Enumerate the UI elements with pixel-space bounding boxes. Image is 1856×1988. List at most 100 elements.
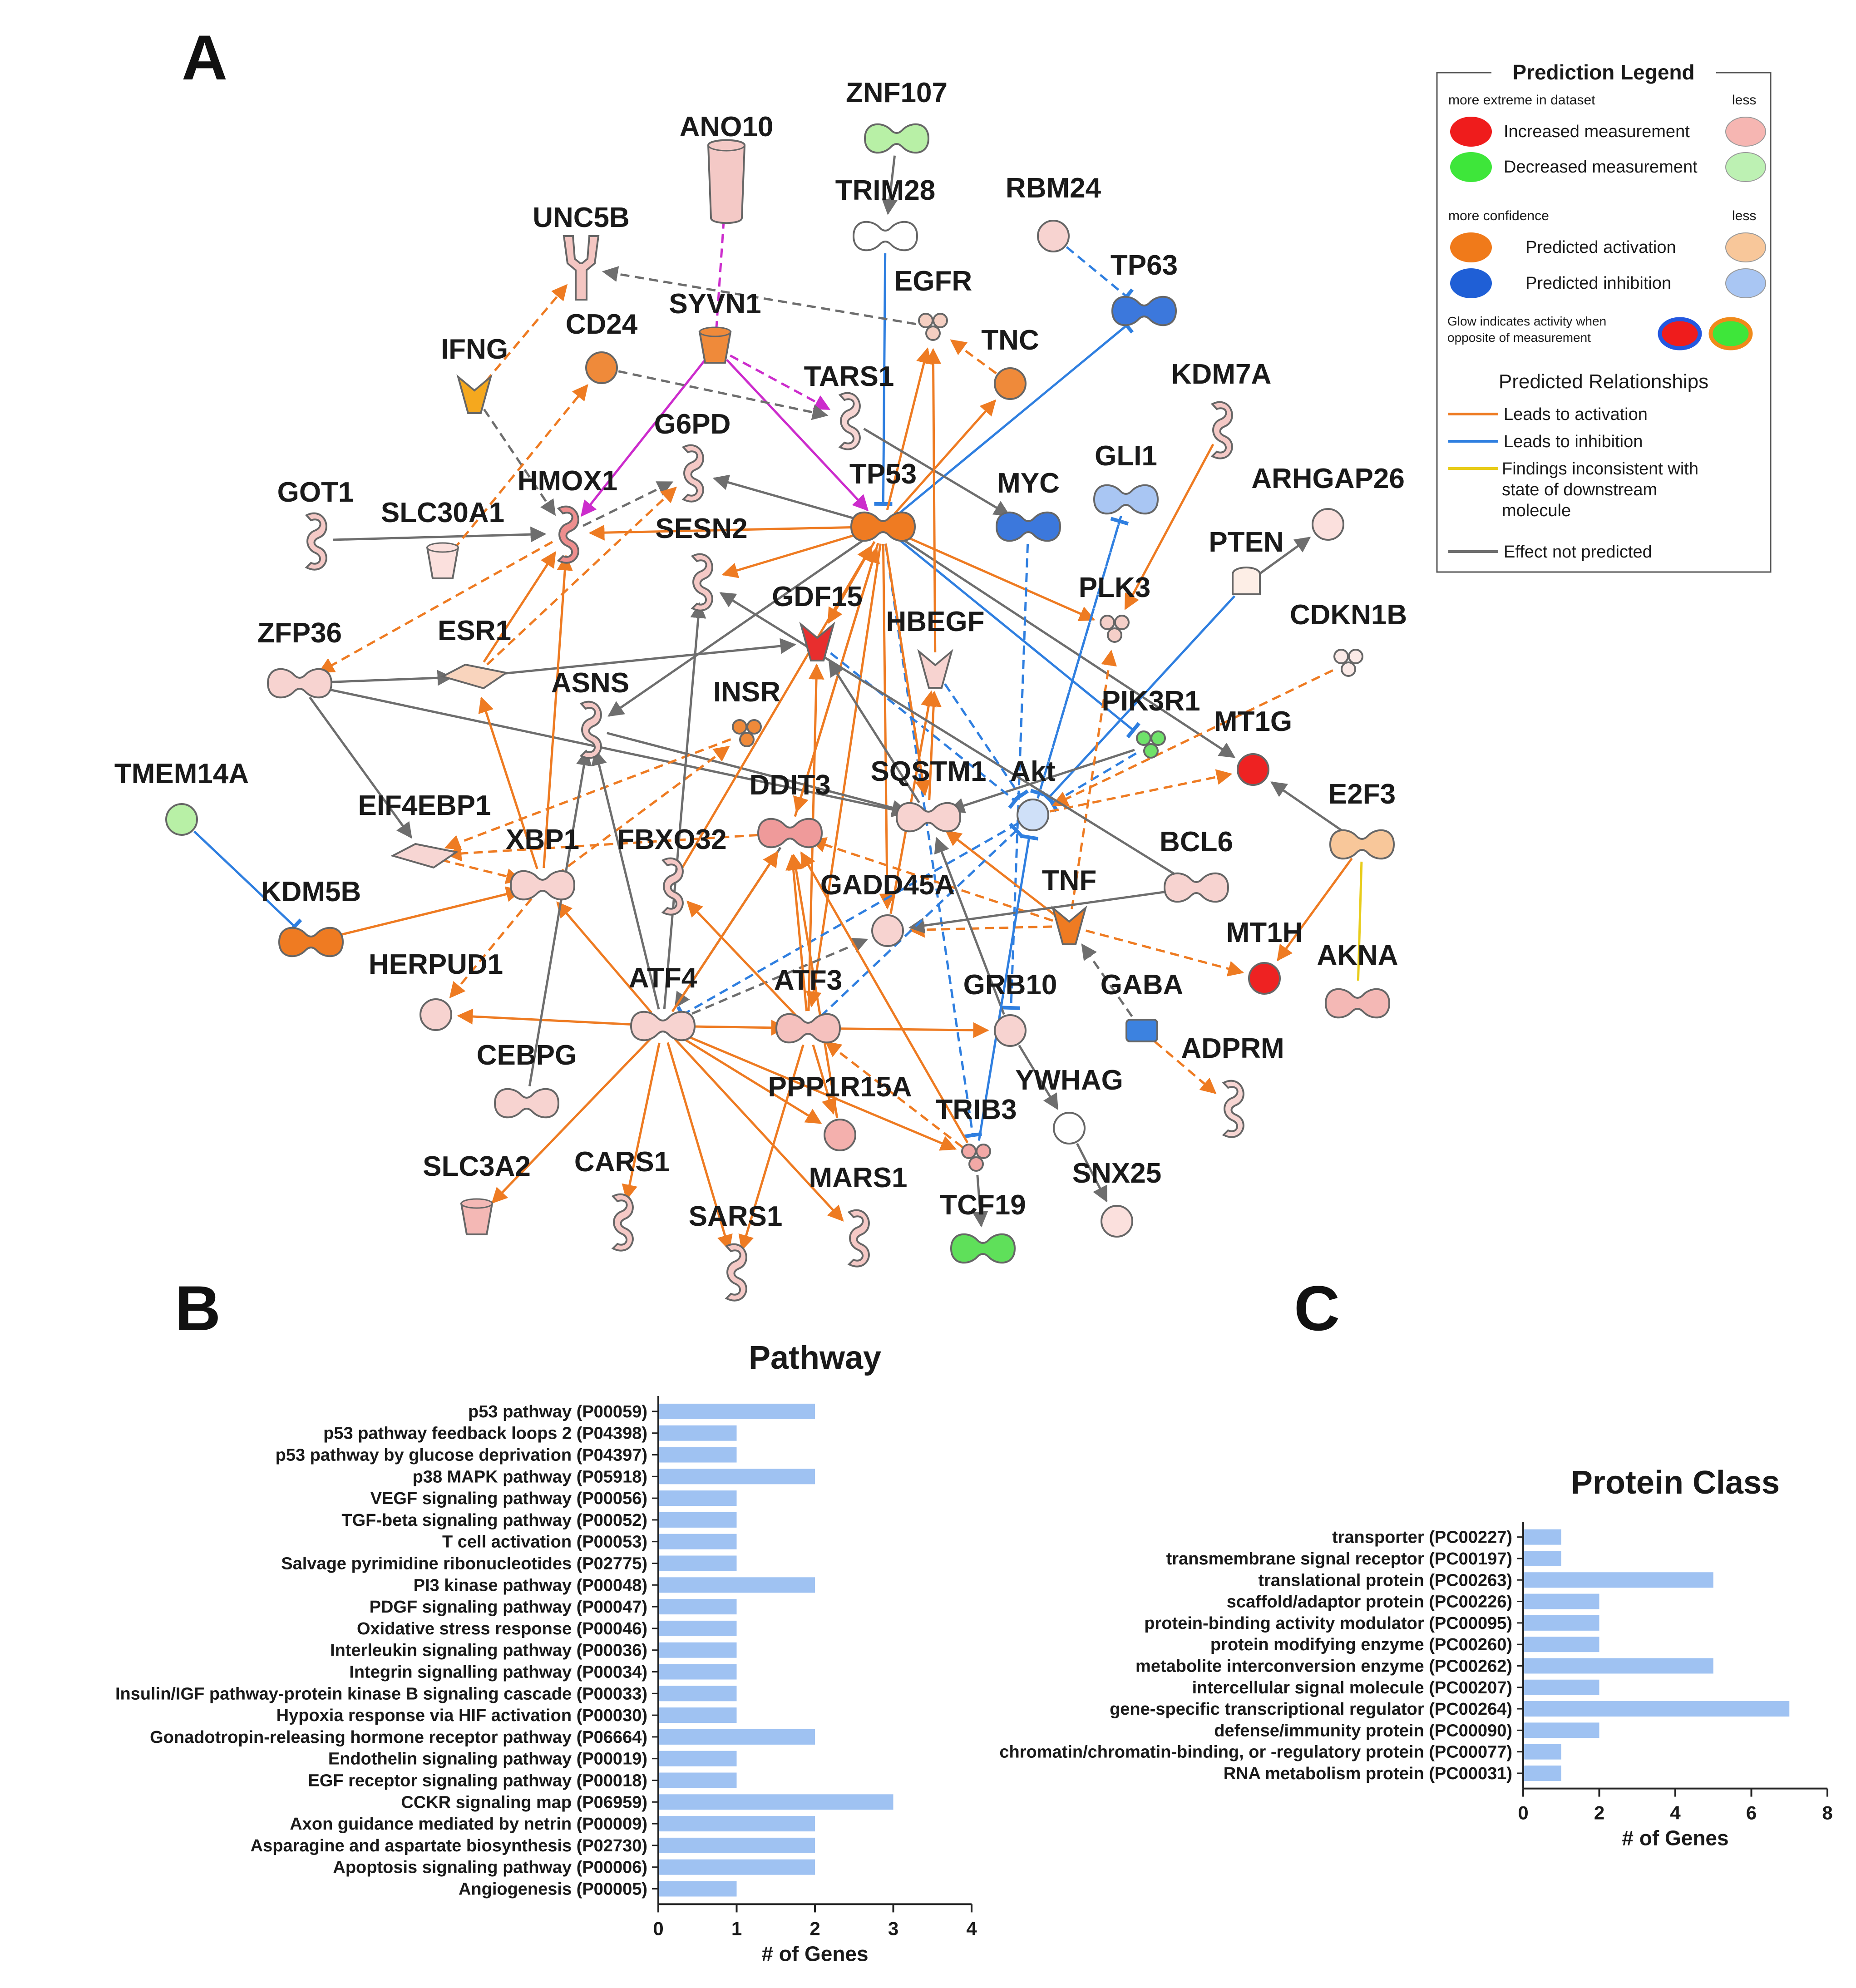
node-plk3[interactable]: PLK3 <box>1079 572 1150 643</box>
edge-tp53-plk3 <box>898 533 1096 622</box>
node-label-gli1: GLI1 <box>1095 440 1157 472</box>
node-asns[interactable]: ASNS <box>551 667 629 759</box>
node-akt[interactable]: Akt <box>1010 756 1056 831</box>
node-kdm7a[interactable]: KDM7A <box>1171 359 1271 459</box>
node-tars1[interactable]: TARS1 <box>804 361 894 450</box>
node-ppp1r15a[interactable]: PPP1R15A <box>768 1071 912 1151</box>
protein-bar <box>1523 1550 1561 1566</box>
edge-trib3-ddit3 <box>800 851 969 1144</box>
pathway-category-label: TGF-beta signaling pathway (P00052) <box>341 1511 647 1530</box>
node-bcl6[interactable]: BCL6 <box>1160 826 1233 903</box>
node-ifng[interactable]: IFNG <box>441 334 508 414</box>
node-grb10[interactable]: GRB10 <box>963 969 1057 1047</box>
node-tcf19[interactable]: TCF19 <box>940 1189 1026 1264</box>
node-cars1[interactable]: CARS1 <box>574 1146 670 1252</box>
node-cebpg[interactable]: CEBPG <box>477 1040 577 1119</box>
node-tp63[interactable]: TP63 <box>1111 250 1178 326</box>
node-arhgap26[interactable]: ARHGAP26 <box>1251 463 1405 541</box>
edge-atf4-cars1 <box>622 1042 661 1201</box>
node-e2f3[interactable]: E2F3 <box>1328 779 1396 860</box>
node-label-gadd45a: GADD45A <box>820 869 955 901</box>
node-label-arhgap26: ARHGAP26 <box>1251 463 1405 494</box>
node-tmem14a[interactable]: TMEM14A <box>114 758 249 836</box>
node-ano10[interactable]: ANO10 <box>680 111 774 224</box>
node-got1[interactable]: GOT1 <box>277 477 354 571</box>
node-gli1[interactable]: GLI1 <box>1093 440 1159 515</box>
edge-tp53-egfr <box>886 347 932 510</box>
node-gdf15[interactable]: GDF15 <box>772 581 863 661</box>
legend-inconsistent: Findings inconsistent with state of down… <box>1502 459 1698 520</box>
node-unc5b[interactable]: UNC5B <box>533 202 630 301</box>
node-label-xbp1: XBP1 <box>506 824 579 855</box>
node-label-mt1h: MT1H <box>1226 917 1303 948</box>
node-sesn2[interactable]: SESN2 <box>655 513 748 612</box>
node-akna[interactable]: AKNA <box>1317 940 1398 1019</box>
node-rbm24[interactable]: RBM24 <box>1006 173 1101 252</box>
node-pik3r1[interactable]: PIK3R1 <box>1101 686 1200 759</box>
edge-akt-atf4 <box>676 822 1019 1024</box>
node-label-tnc: TNC <box>981 325 1039 356</box>
protein-category-label: defense/immunity protein (PC00090) <box>1214 1721 1512 1740</box>
node-atf4[interactable]: ATF4 <box>629 962 697 1041</box>
protein-category-label: transmembrane signal receptor (PC00197) <box>1166 1549 1512 1569</box>
edge-atf4-gadd45a <box>678 937 869 1021</box>
node-pten[interactable]: PTEN <box>1209 527 1284 595</box>
node-sqstm1[interactable]: SQSTM1 <box>871 756 987 833</box>
node-insr[interactable]: INSR <box>713 676 780 747</box>
node-sars1[interactable]: SARS1 <box>689 1201 783 1302</box>
legend-increased-swatch <box>1450 117 1492 147</box>
node-snx25[interactable]: SNX25 <box>1072 1158 1161 1238</box>
protein-bar <box>1523 1722 1599 1738</box>
node-znf107[interactable]: ZNF107 <box>846 77 948 154</box>
node-zfp36[interactable]: ZFP36 <box>257 617 342 699</box>
legend-title-bg <box>1491 60 1716 85</box>
node-g6pd[interactable]: G6PD <box>654 409 731 503</box>
node-tnf[interactable]: TNF <box>1042 865 1097 945</box>
edge-tp53-sqstm1 <box>884 543 931 797</box>
node-adprm[interactable]: ADPRM <box>1181 1033 1284 1138</box>
node-esr1[interactable]: ESR1 <box>438 615 511 690</box>
node-ddit3[interactable]: DDIT3 <box>749 770 831 848</box>
node-mt1h[interactable]: MT1H <box>1226 917 1303 995</box>
node-atf3[interactable]: ATF3 <box>774 965 842 1044</box>
pathway-category-label: Asparagine and aspartate biosynthesis (P… <box>251 1836 647 1855</box>
node-gaba[interactable]: GABA <box>1101 969 1184 1042</box>
node-slc3a2[interactable]: SLC3A2 <box>423 1151 531 1235</box>
node-tnc[interactable]: TNC <box>981 325 1039 400</box>
legend-less-1: less <box>1732 93 1756 108</box>
node-trim28[interactable]: TRIM28 <box>835 175 935 252</box>
node-hbegf[interactable]: HBEGF <box>886 606 985 689</box>
pathway-chart-title: Pathway <box>749 1340 881 1376</box>
node-label-e2f3: E2F3 <box>1328 779 1396 810</box>
panel-letter-c: C <box>1294 1273 1340 1344</box>
node-syvn1[interactable]: SYVN1 <box>669 288 761 364</box>
node-label-pik3r1: PIK3R1 <box>1101 686 1200 717</box>
node-kdm5b[interactable]: KDM5B <box>261 876 361 957</box>
node-egfr[interactable]: EGFR <box>894 266 972 341</box>
node-cd24[interactable]: CD24 <box>566 309 638 384</box>
protein-x-axis-label: # of Genes <box>1622 1826 1728 1850</box>
edge-sqstm1-gdf15 <box>828 660 920 804</box>
pathway-category-label: PDGF signaling pathway (P00047) <box>370 1598 647 1617</box>
edge-atf3-akt <box>819 823 1024 1017</box>
node-hmox1[interactable]: HMOX1 <box>518 465 617 564</box>
node-xbp1[interactable]: XBP1 <box>506 824 579 901</box>
node-label-tmem14a: TMEM14A <box>114 758 249 789</box>
node-trib3[interactable]: TRIB3 <box>935 1094 1017 1172</box>
node-cdkn1b[interactable]: CDKN1B <box>1290 599 1407 677</box>
node-fbxo32[interactable]: FBXO32 <box>617 824 727 916</box>
node-mars1[interactable]: MARS1 <box>809 1162 908 1268</box>
node-slc30a1[interactable]: SLC30A1 <box>381 497 504 579</box>
node-myc[interactable]: MYC <box>995 468 1061 542</box>
node-ywhag[interactable]: YWHAG <box>1015 1065 1123 1144</box>
node-eif4ebp1[interactable]: EIF4EBP1 <box>358 790 491 869</box>
edge-tp53-sesn2 <box>721 530 867 578</box>
node-label-g6pd: G6PD <box>654 409 731 440</box>
node-herpud1[interactable]: HERPUD1 <box>369 949 503 1031</box>
node-gadd45a[interactable]: GADD45A <box>820 869 955 947</box>
node-mt1g[interactable]: MT1G <box>1214 706 1292 786</box>
node-label-snx25: SNX25 <box>1072 1158 1161 1189</box>
node-tp53[interactable]: TP53 <box>849 459 917 542</box>
node-label-atf4: ATF4 <box>629 962 697 994</box>
